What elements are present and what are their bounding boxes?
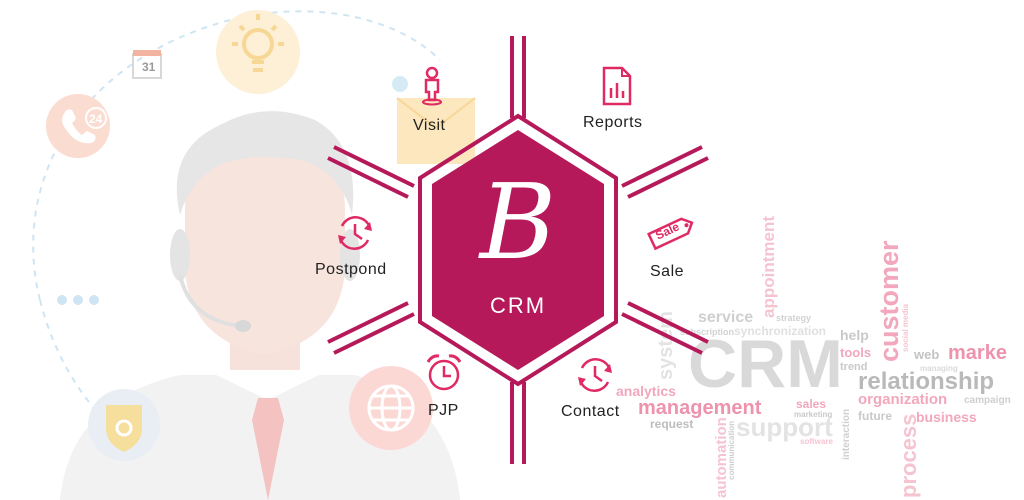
lightbulb-icon-circle (216, 10, 300, 94)
sale-tag-icon (647, 217, 694, 251)
word-subscription: subscription (680, 327, 735, 337)
word-organization: organization (858, 391, 948, 408)
globe-icon (367, 384, 415, 432)
word-trend: trend (840, 361, 868, 373)
alarm-clock-icon (426, 354, 462, 391)
word-crm: CRM (688, 326, 843, 402)
word-tools: tools (840, 345, 872, 360)
clock-badge: 24 (89, 112, 103, 126)
word-request: request (650, 417, 694, 431)
dot (57, 295, 67, 305)
calendar-day: 31 (142, 60, 156, 74)
word-service: service (698, 309, 754, 326)
word-help: help (840, 327, 869, 343)
brand-name: CRM (489, 293, 547, 318)
node-contact-label: Contact (561, 403, 620, 420)
word-sales: sales (796, 397, 827, 411)
word-management: management (638, 397, 762, 419)
word-relationship: relationship (858, 368, 995, 395)
word-managing: managing (920, 364, 958, 373)
word-web: web (914, 347, 940, 362)
hex-outline (418, 113, 618, 387)
gear-icon (115, 419, 133, 437)
word-campaign: campaign (964, 395, 1011, 406)
phone-24-icon (62, 107, 107, 144)
dashed-orbit (32, 10, 441, 301)
hub-spokes (327, 36, 709, 464)
word-strategy: strategy (776, 313, 812, 323)
node-reports-label: Reports (583, 114, 643, 131)
shield-icon (106, 405, 142, 452)
person-pin-icon (422, 66, 442, 106)
node-postpond-label: Postpond (315, 261, 387, 278)
calendar-icon (132, 50, 162, 79)
clock-refresh-icon (338, 216, 372, 250)
lightbulb-icon (232, 14, 284, 72)
word-analytics: analytics (616, 383, 676, 399)
dot (73, 295, 83, 305)
clock-sync-icon (578, 358, 612, 392)
word-future: future (858, 409, 892, 423)
word-support: support (736, 412, 833, 442)
report-document-icon (602, 66, 632, 106)
hex-core (432, 130, 604, 370)
dot (392, 76, 408, 92)
dot (89, 295, 99, 305)
node-visit-label: Visit (413, 117, 446, 134)
word-marke: marke (948, 342, 1007, 364)
word-synchronization: synchronization (734, 324, 827, 338)
brand-letter: B (479, 161, 557, 283)
phone-24-icon-circle (46, 94, 110, 158)
node-pjp-label: PJP (428, 402, 459, 419)
word-marketing: marketing (794, 410, 833, 419)
word-software: software (800, 437, 833, 446)
word-business: business (916, 409, 977, 425)
node-sale-label: Sale (650, 263, 685, 280)
